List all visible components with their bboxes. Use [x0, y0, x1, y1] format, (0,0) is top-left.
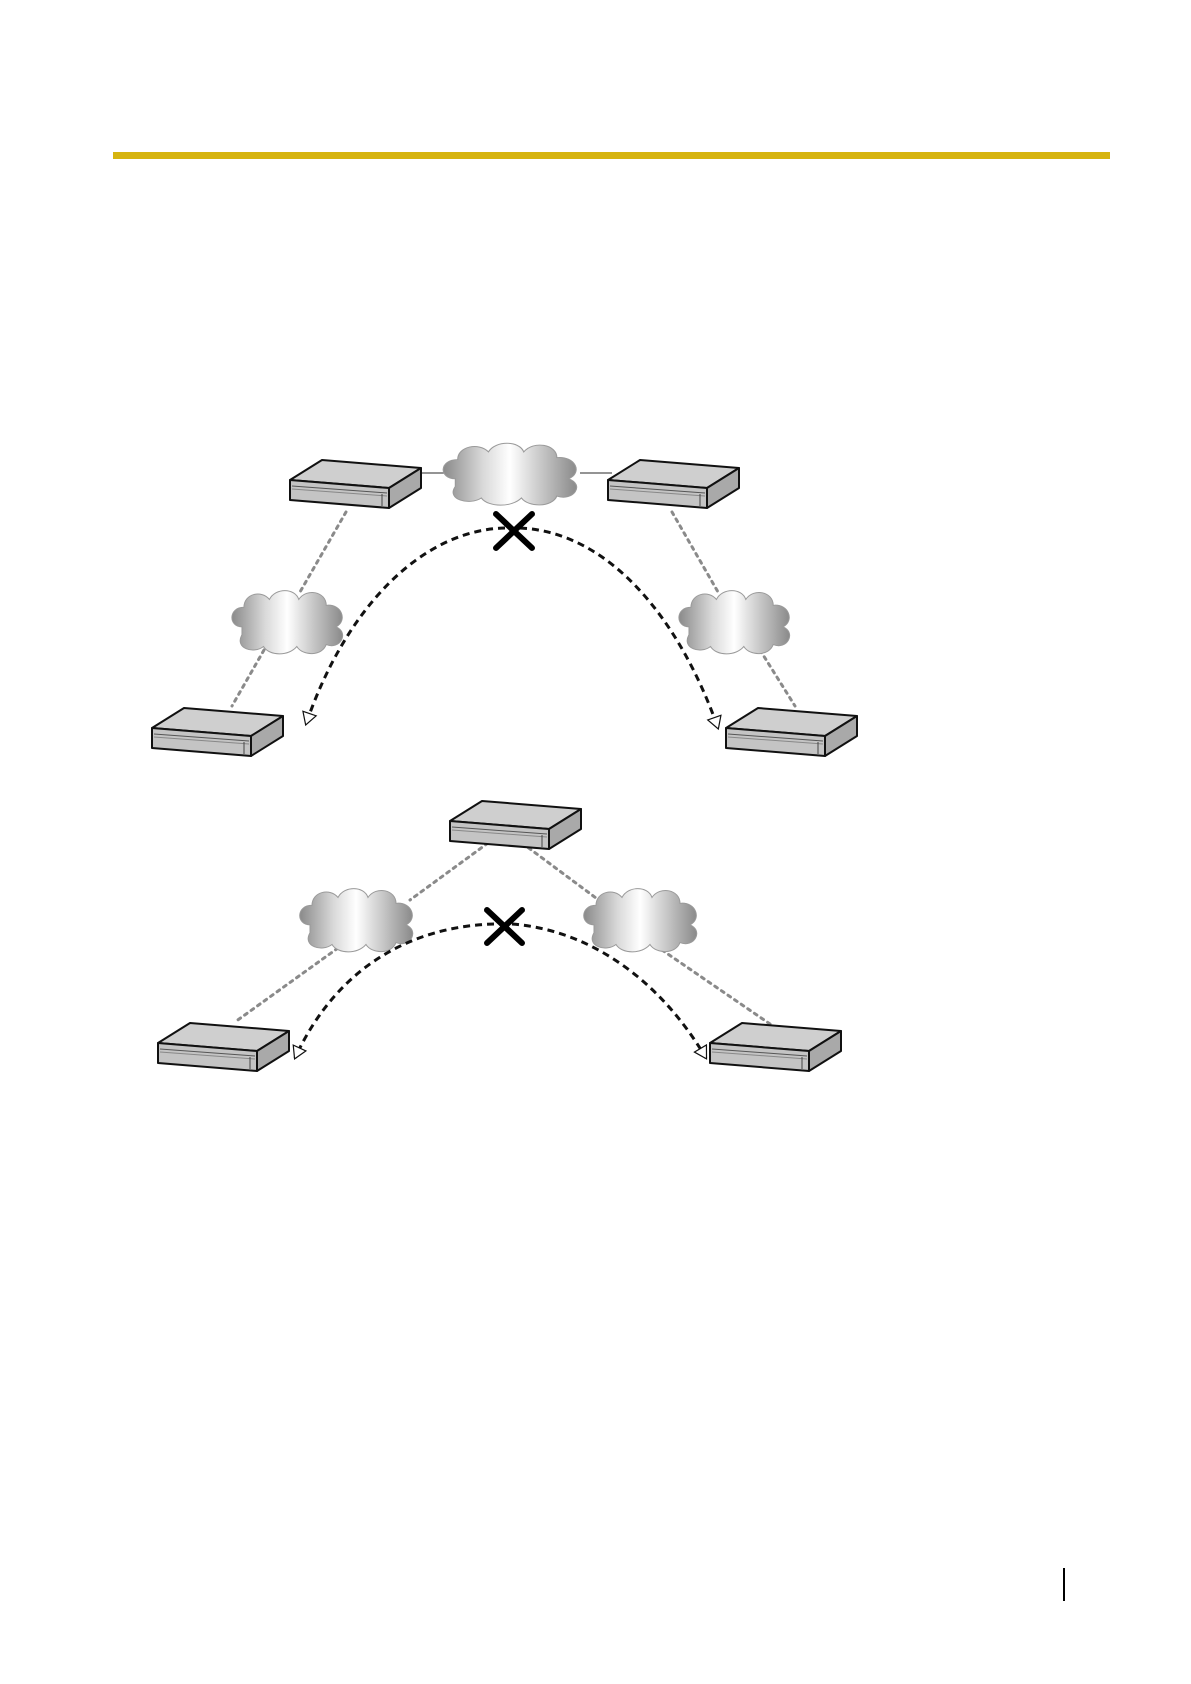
dotted-link	[522, 843, 596, 898]
cloud-icon	[232, 591, 343, 654]
cloud-icon	[443, 443, 576, 505]
diagram-top	[152, 443, 857, 756]
cloud-icon	[584, 889, 697, 952]
device-icon	[726, 708, 857, 756]
dotted-link	[760, 650, 795, 706]
dotted-link	[410, 843, 488, 900]
dashed-arrow	[520, 528, 718, 728]
dotted-link	[300, 512, 346, 592]
blocked-cross-icon	[496, 514, 532, 548]
device-icon	[450, 801, 581, 849]
dotted-link	[672, 512, 718, 592]
dotted-link	[232, 650, 264, 706]
dotted-link	[235, 948, 338, 1022]
cloud-icon	[679, 591, 790, 654]
device-icon	[290, 460, 421, 508]
device-icon	[158, 1023, 289, 1071]
dotted-link	[662, 950, 770, 1024]
diagram-bottom	[158, 801, 841, 1071]
device-icon	[608, 460, 739, 508]
cloud-icon	[300, 889, 413, 952]
page-marker	[1063, 1568, 1065, 1601]
device-icon	[152, 708, 283, 756]
blocked-cross-icon	[487, 910, 522, 943]
device-icon	[710, 1023, 841, 1071]
